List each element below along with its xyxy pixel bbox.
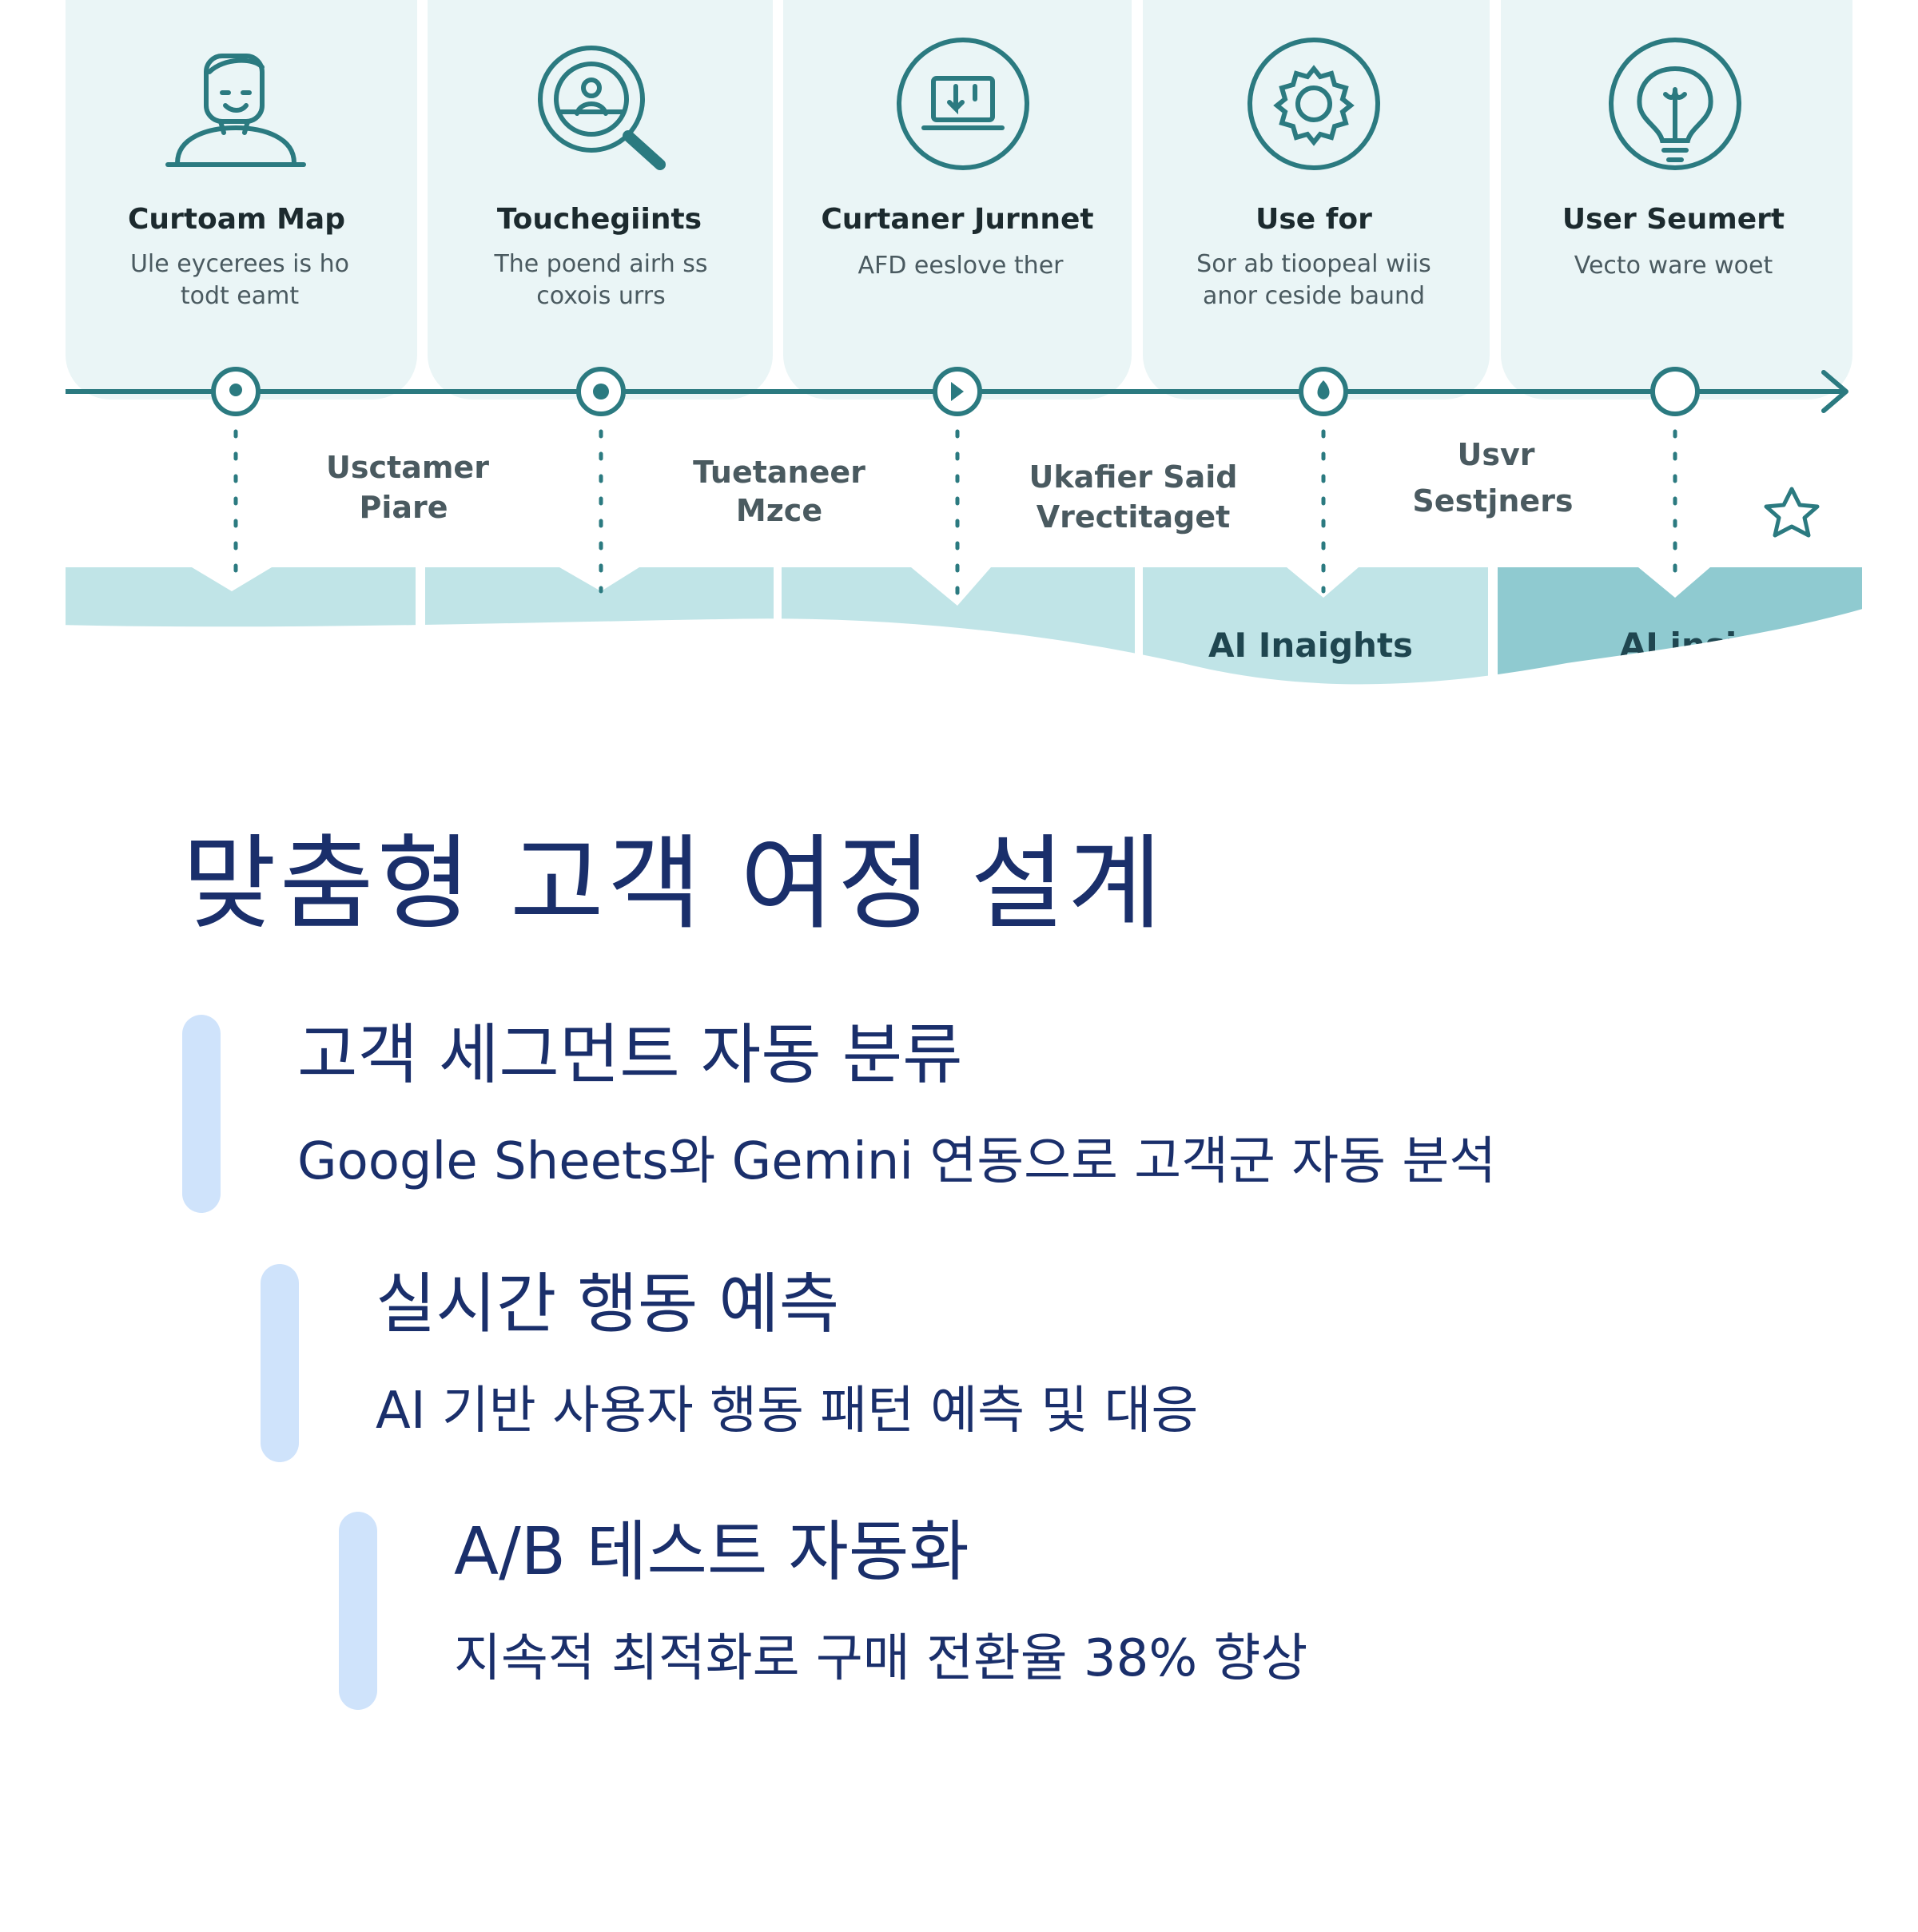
feature-description: 지속적 최적화로 구매 전환율 38% 향상 bbox=[454, 1629, 1308, 1688]
feature-description: Google Sheets와 Gemini 연동으로 고객군 자동 분석 bbox=[297, 1132, 1497, 1191]
timeline-nodes bbox=[211, 367, 1700, 416]
stage-2-title: Touchegiints bbox=[497, 203, 702, 236]
stage-descriptions: Ule eycerees is ho todt eamt The poend a… bbox=[130, 250, 1773, 310]
stage-3-desc-line1: AFD eeslove ther bbox=[858, 252, 1064, 280]
accent-bar bbox=[339, 1512, 377, 1710]
feature-title: A/B 테스트 자동화 bbox=[454, 1514, 969, 1590]
stage-4-desc-line2: anor ceside baund bbox=[1203, 282, 1425, 310]
between-label-1-line1: Usctamer bbox=[326, 450, 489, 485]
search-user-icon bbox=[538, 46, 666, 170]
star-icon bbox=[1764, 487, 1820, 538]
feature-title: 고객 세그먼트 자동 분류 bbox=[297, 1017, 963, 1093]
feature-description: AI 기반 사용자 행동 패턴 예측 및 대응 bbox=[376, 1381, 1199, 1441]
tab-label-ai-insi: AI insi bbox=[1620, 626, 1737, 665]
between-label-2-line1: Tuetaneer bbox=[693, 455, 865, 490]
timeline-labels: Usctamer Piare Tuetaneer Mzce Ukafier Sa… bbox=[326, 437, 1574, 535]
stage-2-desc-line2: coxois urrs bbox=[536, 282, 665, 310]
between-label-4-line1: Usvr bbox=[1458, 437, 1535, 472]
between-label-1-line2: Piare bbox=[359, 490, 448, 525]
stage-1-title: Curtoam Map bbox=[128, 203, 345, 236]
accent-bar bbox=[182, 1015, 221, 1213]
feature-title: 실시간 행동 예측 bbox=[376, 1266, 840, 1342]
between-label-3-line1: Ukafier Said bbox=[1029, 459, 1238, 495]
lightbulb-icon bbox=[1609, 38, 1741, 170]
accent-bar bbox=[261, 1264, 299, 1462]
timeline-connectors bbox=[233, 429, 1677, 602]
stage-5-desc-line1: Vecto ware woet bbox=[1574, 252, 1773, 280]
page-title: 맞춤형 고객 여정 설계 bbox=[182, 825, 1165, 944]
stage-4-desc-line1: Sor ab tioopeal wiis bbox=[1196, 250, 1431, 278]
stage-4-title: Use for bbox=[1255, 203, 1372, 236]
between-label-4-line2: Sestjners bbox=[1412, 483, 1573, 519]
stage-2-desc-line1: The poend airh ss bbox=[493, 250, 707, 278]
gear-icon bbox=[1247, 38, 1380, 170]
stage-panels bbox=[66, 0, 1852, 400]
stage-titles: Curtoam Map Touchegiints Curtaner Jurnne… bbox=[128, 203, 1785, 236]
customer-journey-illustration: AI Inaights AI insi bbox=[66, 0, 1862, 685]
between-label-2-line2: Mzce bbox=[736, 493, 822, 528]
stage-3-title: Curtaner Jurnnet bbox=[821, 203, 1093, 236]
person-icon bbox=[165, 54, 306, 167]
stage-1-desc-line1: Ule eycerees is ho bbox=[130, 250, 349, 278]
bottom-tabs: AI Inaights AI insi bbox=[66, 567, 1862, 685]
tab-label-ai-insights: AI Inaights bbox=[1208, 626, 1413, 665]
stage-1-desc-line2: todt eamt bbox=[181, 282, 300, 310]
stage-5-title: User Seumert bbox=[1562, 203, 1785, 236]
between-label-3-line2: Vrectitaget bbox=[1037, 499, 1231, 535]
laptop-icon bbox=[897, 38, 1029, 170]
